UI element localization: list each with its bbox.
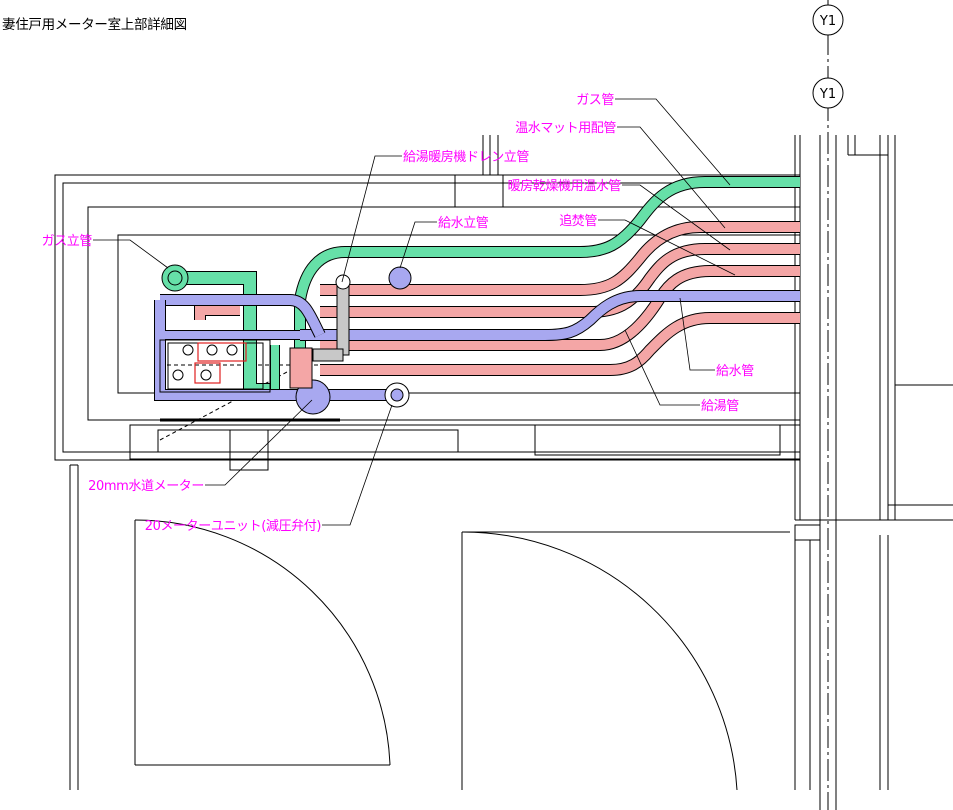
meter-unit	[384, 382, 410, 408]
label-water-supply-pipe: 給水管	[716, 364, 754, 379]
grid-marker-top-label: Y1	[819, 14, 836, 29]
drain-riser	[312, 274, 351, 362]
grid-marker-second-label: Y1	[819, 87, 836, 102]
label-heater-dryer-hot-water: 暖房乾燥機用温水管	[508, 178, 622, 194]
valve-assembly	[194, 342, 247, 384]
label-gas-pipe: ガス管	[576, 93, 614, 108]
label-water-riser: 給水立管	[438, 216, 489, 231]
valve-rings	[172, 344, 238, 381]
label-reheat-pipe: 追焚管	[559, 213, 597, 229]
grid-marker-top: Y1	[812, 4, 844, 36]
grid-marker-second: Y1	[812, 77, 844, 109]
water-riser	[388, 266, 412, 290]
drawing-title: 妻住戸用メーター室上部詳細図	[2, 17, 187, 33]
label-drain-riser: 給湯暖房機ドレン立管	[403, 149, 529, 165]
leader-lines	[93, 98, 736, 526]
water-supply-pipes	[154, 290, 800, 401]
label-hot-water-mat: 温水マット用配管	[515, 121, 616, 136]
label-meter-unit: 20メーターユニット(減圧弁付)	[145, 518, 321, 534]
label-gas-riser: ガス立管	[42, 234, 93, 249]
wall-outlines	[54, 135, 953, 810]
gas-riser	[161, 264, 189, 292]
label-water-meter: 20mm水道メーター	[88, 479, 204, 494]
label-hot-water-supply-pipe: 給湯管	[701, 399, 739, 414]
